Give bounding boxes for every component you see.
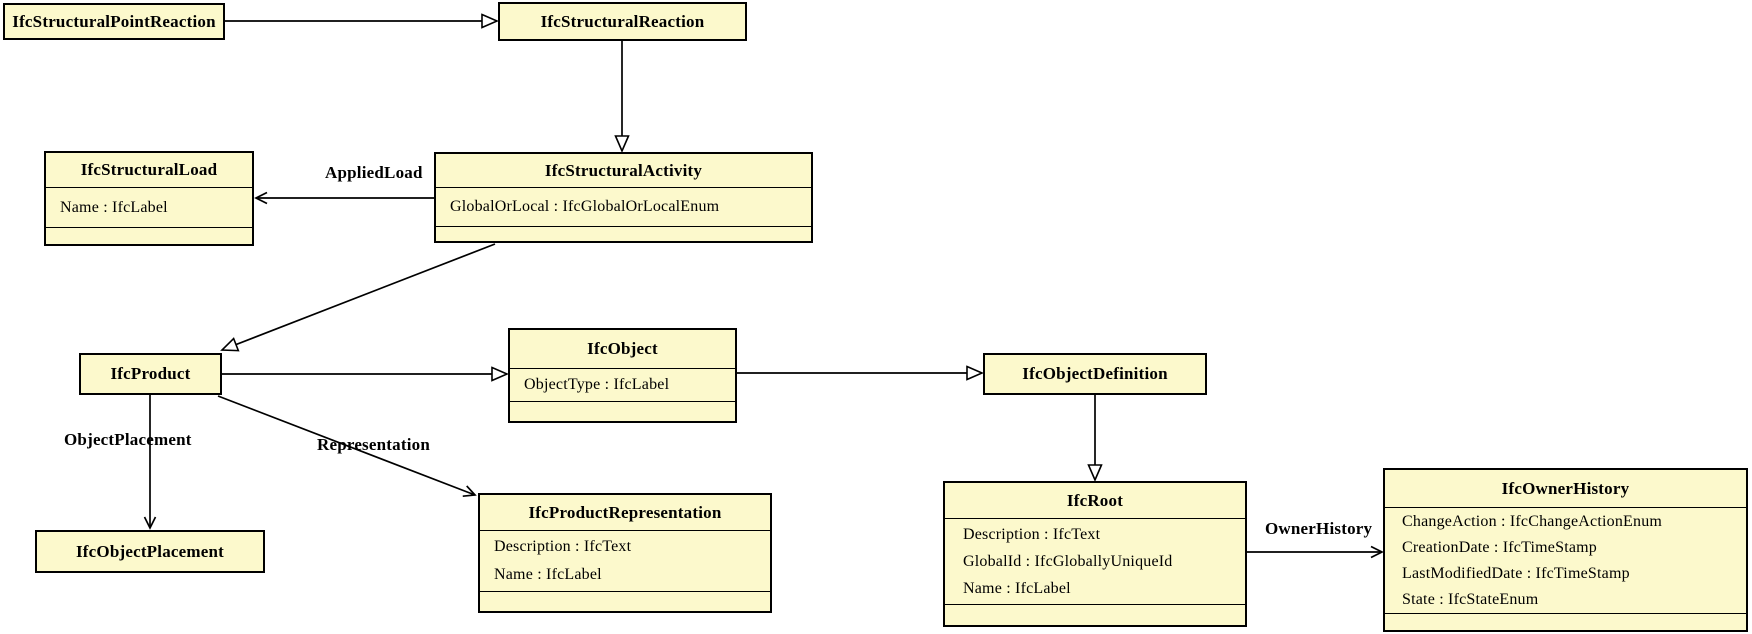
operations-compartment-empty xyxy=(480,591,770,611)
class-attribute: Name : IfcLabel xyxy=(963,580,1071,597)
class-box-ifcownerhistory: IfcOwnerHistory ChangeAction : IfcChange… xyxy=(1383,468,1748,632)
class-box-ifcstructuralactivity: IfcStructuralActivity GlobalOrLocal : If… xyxy=(434,152,813,243)
class-attribute: GlobalId : IfcGloballyUniqueId xyxy=(963,553,1173,570)
class-title: IfcProduct xyxy=(110,364,191,383)
class-box-ifcproductrepresentation: IfcProductRepresentation Description : I… xyxy=(478,493,772,613)
class-title: IfcObject xyxy=(587,339,658,358)
edge-label-representation: Representation xyxy=(317,435,430,454)
class-box-ifcstructuralload: IfcStructuralLoad Name : IfcLabel xyxy=(44,151,254,246)
class-title: IfcStructuralLoad xyxy=(80,160,218,179)
edge-product-to-productrepresentation xyxy=(217,395,477,498)
class-box-ifcobject: IfcObject ObjectType : IfcLabel xyxy=(508,328,737,423)
class-title: IfcObjectDefinition xyxy=(1022,364,1168,383)
edge-label-appliedload: AppliedLoad xyxy=(325,163,423,182)
class-attribute: CreationDate : IfcTimeStamp xyxy=(1402,538,1597,556)
class-attribute: GlobalOrLocal : IfcGlobalOrLocalEnum xyxy=(450,198,720,215)
edge-label-objectplacement: ObjectPlacement xyxy=(64,430,192,449)
class-box-ifcstructuralpointreaction: IfcStructuralPointReaction xyxy=(3,3,225,40)
operations-compartment-empty xyxy=(436,226,811,241)
attribute-compartment: ChangeAction : IfcChangeActionEnum Creat… xyxy=(1385,507,1746,613)
attribute-compartment: ObjectType : IfcLabel xyxy=(510,368,735,401)
edge-label-ownerhistory: OwnerHistory xyxy=(1265,519,1373,538)
edge-activity-to-product xyxy=(222,243,496,350)
class-attribute: State : IfcStateEnum xyxy=(1402,590,1539,608)
attribute-compartment: GlobalOrLocal : IfcGlobalOrLocalEnum xyxy=(436,187,811,226)
class-attribute: LastModifiedDate : IfcTimeStamp xyxy=(1402,564,1630,582)
operations-compartment-empty xyxy=(1385,613,1746,630)
operations-compartment-empty xyxy=(46,227,252,244)
class-attribute: ObjectType : IfcLabel xyxy=(524,376,670,393)
class-title: IfcObjectPlacement xyxy=(75,541,225,561)
class-box-ifcobjectdefinition: IfcObjectDefinition xyxy=(983,353,1207,395)
attribute-compartment: Name : IfcLabel xyxy=(46,187,252,227)
class-attribute: Description : IfcText xyxy=(494,538,632,555)
class-title: IfcProductRepresentation xyxy=(528,502,722,522)
class-box-ifcobjectplacement: IfcObjectPlacement xyxy=(35,530,265,573)
class-title: IfcStructuralActivity xyxy=(544,160,703,180)
class-attribute: Description : IfcText xyxy=(963,526,1101,543)
class-attribute: ChangeAction : IfcChangeActionEnum xyxy=(1402,512,1663,530)
class-title: IfcRoot xyxy=(1066,490,1124,510)
class-attribute: Name : IfcLabel xyxy=(60,198,168,216)
class-title: IfcStructuralPointReaction xyxy=(12,11,216,31)
operations-compartment-empty xyxy=(945,604,1245,625)
attribute-compartment: Description : IfcText GlobalId : IfcGlob… xyxy=(945,518,1245,604)
attribute-compartment: Description : IfcText Name : IfcLabel xyxy=(480,530,770,591)
class-title: IfcOwnerHistory xyxy=(1501,478,1630,498)
class-box-ifcstructuralreaction: IfcStructuralReaction xyxy=(498,2,747,41)
class-box-ifcroot: IfcRoot Description : IfcText GlobalId :… xyxy=(943,481,1247,627)
class-attribute: Name : IfcLabel xyxy=(494,566,602,583)
operations-compartment-empty xyxy=(510,401,735,421)
class-title: IfcStructuralReaction xyxy=(540,11,705,31)
class-box-ifcproduct: IfcProduct xyxy=(79,353,222,395)
